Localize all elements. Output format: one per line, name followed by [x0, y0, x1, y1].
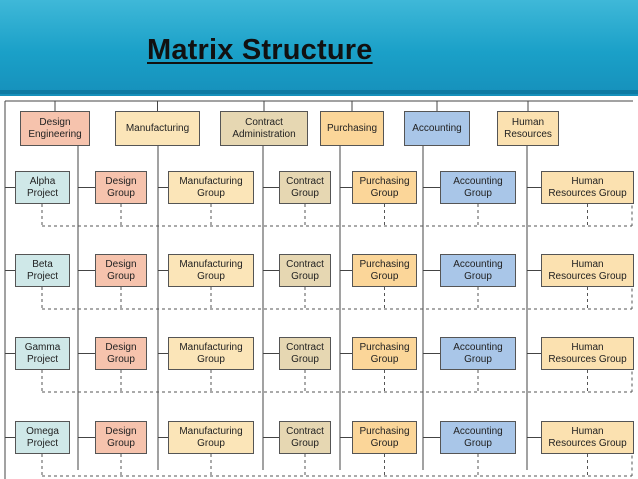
group-box-hr: Human Resources Group [541, 171, 634, 204]
project-box: Beta Project [15, 254, 70, 287]
group-box-hr: Human Resources Group [541, 421, 634, 454]
group-box-acct: Accounting Group [440, 337, 516, 370]
group-box-manu: Manufacturing Group [168, 337, 254, 370]
group-box-contract: Contract Group [279, 171, 331, 204]
group-box-acct: Accounting Group [440, 171, 516, 204]
project-box: Alpha Project [15, 171, 70, 204]
banner-stripe [0, 90, 638, 94]
project-box: Omega Project [15, 421, 70, 454]
page-title: Matrix Structure [147, 34, 373, 66]
group-box-manu: Manufacturing Group [168, 254, 254, 287]
group-box-purch: Purchasing Group [352, 171, 417, 204]
group-box-purch: Purchasing Group [352, 421, 417, 454]
title-banner [0, 0, 638, 96]
department-header-manu: Manufacturing [115, 111, 200, 146]
department-header-acct: Accounting [404, 111, 470, 146]
department-header-design: Design Engineering [20, 111, 90, 146]
group-box-design: Design Group [95, 421, 147, 454]
department-header-contract: Contract Administration [220, 111, 308, 146]
department-header-hr: Human Resources [497, 111, 559, 146]
group-box-manu: Manufacturing Group [168, 421, 254, 454]
group-box-purch: Purchasing Group [352, 254, 417, 287]
group-box-hr: Human Resources Group [541, 254, 634, 287]
group-box-contract: Contract Group [279, 421, 331, 454]
group-box-hr: Human Resources Group [541, 337, 634, 370]
department-header-purch: Purchasing [320, 111, 384, 146]
group-box-contract: Contract Group [279, 337, 331, 370]
group-box-design: Design Group [95, 254, 147, 287]
group-box-design: Design Group [95, 171, 147, 204]
project-box: Gamma Project [15, 337, 70, 370]
group-box-purch: Purchasing Group [352, 337, 417, 370]
group-box-acct: Accounting Group [440, 254, 516, 287]
group-box-acct: Accounting Group [440, 421, 516, 454]
group-box-contract: Contract Group [279, 254, 331, 287]
group-box-design: Design Group [95, 337, 147, 370]
group-box-manu: Manufacturing Group [168, 171, 254, 204]
